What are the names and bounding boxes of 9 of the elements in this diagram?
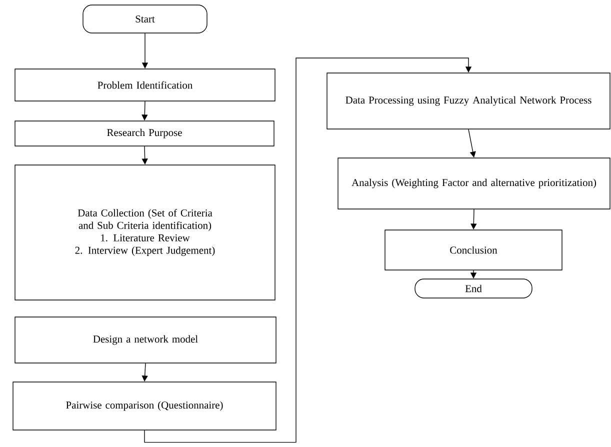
process-box: Research Purpose (14, 120, 274, 146)
process-box: Data Processing using Fuzzy Analytical Network Process (326, 72, 610, 130)
process-box: Conclusion (384, 230, 562, 270)
process-box: Pairwise comparison (Questionnaire) (12, 382, 276, 430)
process-box: Data Collection (Set of Criteria and Sub Criteria identification) 1. Literature Review 2. Interview (Expert Judgement) (14, 164, 276, 300)
process-box: Analysis (Weighting Factor and alternative prioritization) (338, 158, 610, 210)
process-box: Problem Identification (14, 68, 276, 102)
process-box: Design a network model (14, 316, 276, 364)
arrow (144, 58, 472, 443)
